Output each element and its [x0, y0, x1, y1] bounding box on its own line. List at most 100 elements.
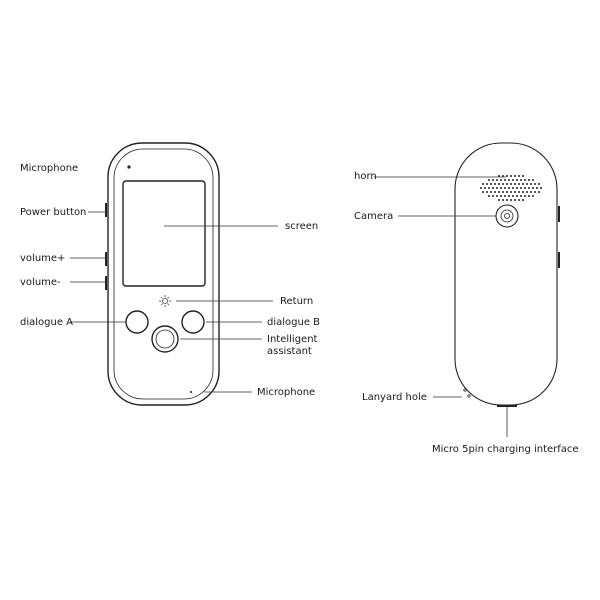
- dialogue-a-button: [125, 310, 149, 334]
- label-return: Return: [280, 296, 314, 307]
- label-camera: Camera: [354, 211, 394, 222]
- grille-dot: [519, 178, 523, 182]
- grille-dot: [501, 174, 505, 178]
- grille-dot: [521, 198, 525, 202]
- grille-dot: [539, 186, 543, 190]
- grille-dot: [507, 178, 511, 182]
- grille-dot: [531, 186, 535, 190]
- label-lanyard-hole: Lanyard hole: [362, 392, 427, 403]
- grille-dot: [533, 182, 537, 186]
- bottom-mic-hole: [190, 391, 192, 393]
- grille-dot: [523, 194, 527, 198]
- grille-dot: [487, 178, 491, 182]
- grille-dot: [509, 174, 513, 178]
- label-horn: horn: [354, 171, 377, 182]
- grille-dot: [485, 182, 489, 186]
- back-leader-lines: [374, 176, 508, 437]
- label-volume-up: volume+: [20, 253, 66, 264]
- grille-dot: [505, 174, 509, 178]
- grille-dot: [505, 198, 509, 202]
- grille-dot: [483, 186, 487, 190]
- grille-dot: [513, 198, 517, 202]
- grille-dot: [527, 178, 531, 182]
- grille-dot: [505, 190, 509, 194]
- grille-dot: [513, 190, 517, 194]
- grille-dot: [513, 182, 517, 186]
- grille-dot: [501, 190, 505, 194]
- lanyard-holes: [463, 388, 471, 398]
- camera-lens-icon: [495, 204, 519, 228]
- label-screen: screen: [285, 221, 319, 232]
- grille-dot: [527, 186, 531, 190]
- grille-dot: [497, 198, 501, 202]
- grille-dot: [495, 178, 499, 182]
- grille-dot: [497, 190, 501, 194]
- grille-dot: [481, 182, 485, 186]
- grille-dot: [511, 178, 515, 182]
- front-body-inner: [113, 148, 214, 400]
- grille-dot: [497, 174, 501, 178]
- assistant-button: [151, 325, 179, 353]
- grille-dot: [499, 186, 503, 190]
- grille-dot: [515, 178, 519, 182]
- grille-dot: [521, 174, 525, 178]
- grille-dot: [495, 186, 499, 190]
- grille-dot: [535, 186, 539, 190]
- grille-dot: [521, 190, 525, 194]
- label-intelligent-assistant-line1: Intelligent: [267, 334, 318, 345]
- grille-dot: [487, 186, 491, 190]
- grille-dot: [503, 194, 507, 198]
- grille-dot: [513, 174, 517, 178]
- label-dialogue-a: dialogue A: [20, 317, 74, 328]
- grille-dot: [487, 194, 491, 198]
- grille-dot: [519, 194, 523, 198]
- grille-dot: [481, 190, 485, 194]
- grille-dot: [521, 182, 525, 186]
- top-mic-hole: [127, 165, 131, 169]
- label-microphone-bottom: Microphone: [257, 387, 316, 398]
- grille-dot: [523, 186, 527, 190]
- back-body-outer: [454, 142, 558, 406]
- grille-dot: [525, 182, 529, 186]
- grille-dot: [509, 190, 513, 194]
- grille-dot: [517, 190, 521, 194]
- grille-dot: [531, 194, 535, 198]
- grille-dot: [507, 186, 511, 190]
- grille-dot: [529, 190, 533, 194]
- grille-dot: [499, 194, 503, 198]
- grille-dot: [491, 178, 495, 182]
- grille-dot: [525, 190, 529, 194]
- grille-dot: [501, 182, 505, 186]
- grille-dot: [489, 190, 493, 194]
- grille-dot: [519, 186, 523, 190]
- grille-dot: [491, 186, 495, 190]
- front-leader-lines: [70, 211, 278, 393]
- grille-dot: [501, 198, 505, 202]
- grille-dot: [503, 186, 507, 190]
- label-volume-down: volume-: [20, 277, 61, 288]
- grille-dot: [493, 190, 497, 194]
- assistant-button-inner: [155, 329, 175, 349]
- label-microphone-top: Microphone: [20, 163, 79, 174]
- grille-dot: [511, 194, 515, 198]
- grille-dot: [509, 182, 513, 186]
- grille-dot: [507, 194, 511, 198]
- grille-dot: [497, 182, 501, 186]
- grille-dot: [499, 178, 503, 182]
- grille-dot: [511, 186, 515, 190]
- grille-dot: [531, 178, 535, 182]
- speaker-grille-icon: [479, 174, 543, 202]
- grille-dot: [523, 178, 527, 182]
- sun-icon: [159, 295, 171, 307]
- grille-dot: [509, 198, 513, 202]
- grille-dot: [529, 182, 533, 186]
- grille-dot: [537, 182, 541, 186]
- grille-dot: [533, 190, 537, 194]
- grille-dot: [489, 182, 493, 186]
- screen-display: [122, 180, 206, 287]
- label-power-button: Power button: [20, 207, 87, 218]
- grille-dot: [503, 178, 507, 182]
- grille-dot: [517, 198, 521, 202]
- grille-dot: [537, 190, 541, 194]
